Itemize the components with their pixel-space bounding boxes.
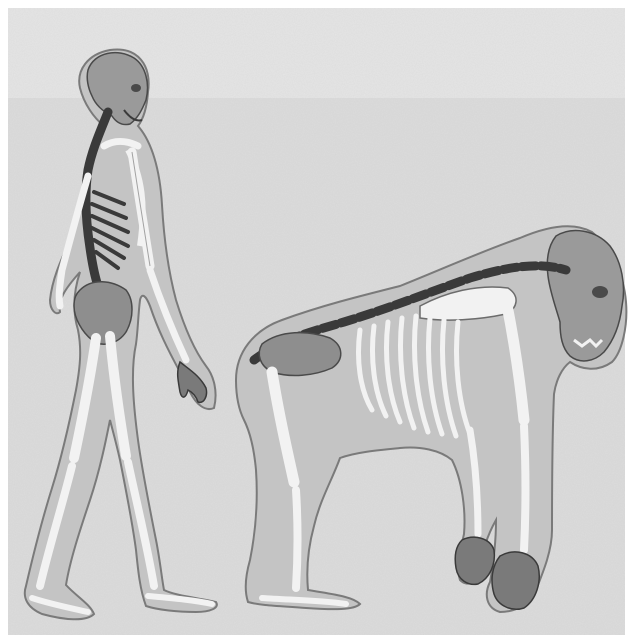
human-eye-socket — [131, 84, 141, 92]
gorilla-front-hand — [492, 552, 539, 609]
gorilla-front-forearm — [524, 426, 526, 550]
gorilla-eye-socket — [592, 286, 608, 298]
gorilla-hind-tibia — [296, 490, 298, 588]
